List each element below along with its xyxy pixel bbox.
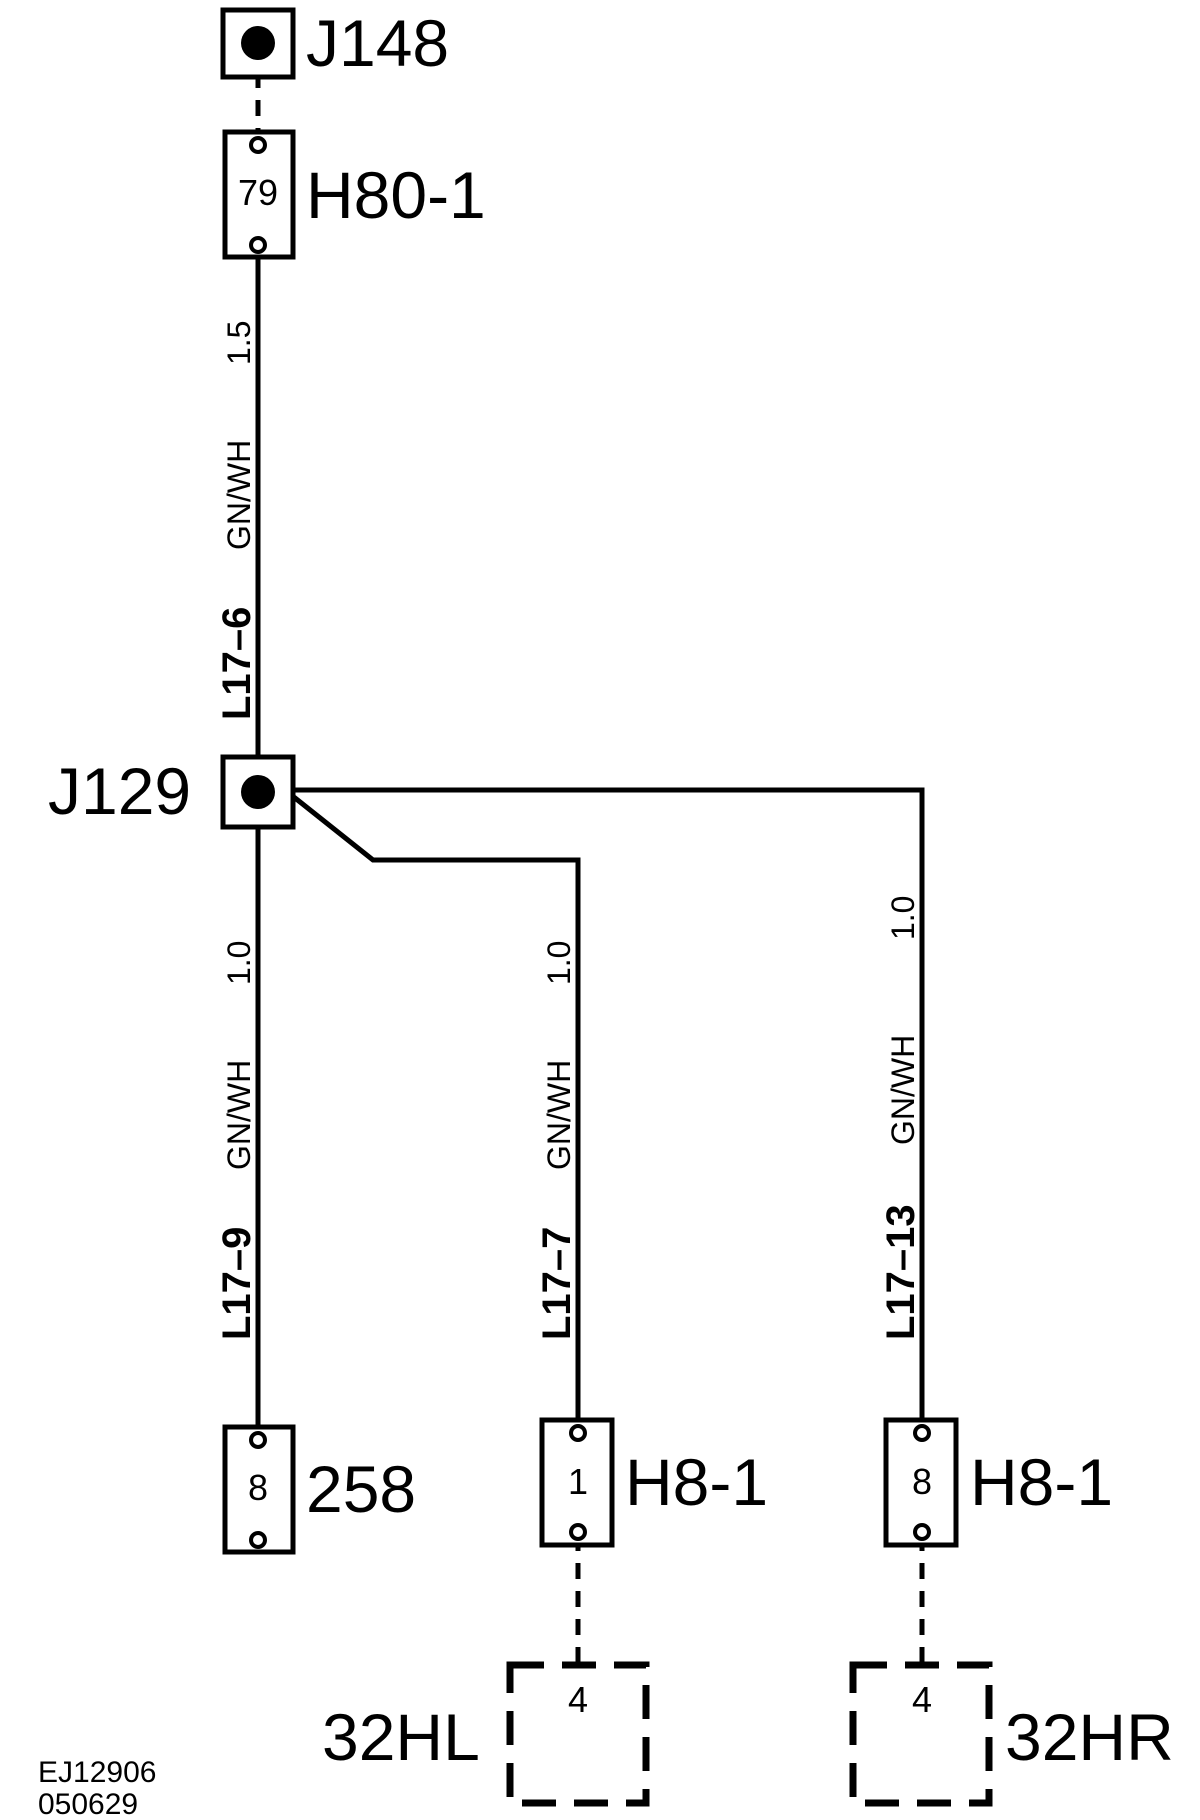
splice-j129-label: J129	[48, 754, 191, 828]
pin-icon	[249, 136, 267, 154]
connector-h8-1-pin8-label: H8-1	[970, 1445, 1113, 1519]
wire-l17-13-color: GN/WH	[885, 1035, 921, 1145]
connector-h80-1-pin: 79	[238, 172, 278, 213]
pin-icon	[913, 1523, 931, 1541]
pin-icon	[249, 236, 267, 254]
wire-l17-13[interactable]	[285, 787, 925, 1432]
component-32hr-label: 32HR	[1005, 1700, 1174, 1774]
pin-icon	[569, 1424, 587, 1442]
pin-icon	[249, 1531, 267, 1549]
footer-date: 050629	[38, 1788, 138, 1820]
wire-l17-9-gauge: 1.0	[221, 941, 257, 985]
splice-dot-icon	[241, 775, 275, 809]
wire-l17-9-color: GN/WH	[221, 1060, 257, 1170]
connector-h8-1-pin8[interactable]	[883, 1417, 959, 1548]
connector-h8-1-pin1[interactable]	[539, 1417, 615, 1548]
connector-h80-1[interactable]	[222, 129, 296, 260]
wire-l17-13-id: L17–13	[879, 1204, 923, 1340]
connector-258[interactable]	[222, 1424, 296, 1555]
pin-icon	[249, 1431, 267, 1449]
splice-j129[interactable]	[220, 754, 296, 830]
connector-h8-1-pin1-pin: 1	[568, 1461, 588, 1502]
wire-l17-13-gauge: 1.0	[885, 896, 921, 940]
component-32hl-pin: 4	[568, 1679, 588, 1720]
wire-l17-7[interactable]	[283, 788, 581, 1432]
connector-258-pin: 8	[248, 1467, 268, 1508]
wire-l17-6-gauge: 1.5	[221, 321, 257, 365]
pin-icon	[569, 1523, 587, 1541]
wire-l17-7-color: GN/WH	[541, 1060, 577, 1170]
wire-l17-6-id: L17–6	[215, 607, 259, 720]
splice-j148[interactable]	[220, 7, 296, 80]
wire-l17-6-color: GN/WH	[221, 440, 257, 550]
component-32hr-pin: 4	[912, 1679, 932, 1720]
component-32hl-label: 32HL	[322, 1700, 480, 1774]
pin-icon	[913, 1424, 931, 1442]
component-32hr[interactable]	[849, 1661, 993, 1807]
footer-code: EJ12906	[38, 1756, 156, 1789]
splice-j148-label: J148	[306, 6, 449, 80]
wire-l17-7-id: L17–7	[535, 1227, 579, 1340]
connector-h80-1-label: H80-1	[306, 158, 486, 232]
wire-l17-9-id: L17–9	[215, 1227, 259, 1340]
connector-h8-1-pin8-pin: 8	[912, 1461, 932, 1502]
connector-258-label: 258	[306, 1452, 416, 1526]
wire-l17-7-gauge: 1.0	[541, 941, 577, 985]
component-32hl[interactable]	[506, 1661, 650, 1807]
splice-dot-icon	[241, 26, 275, 60]
connector-h8-1-pin1-label: H8-1	[625, 1445, 768, 1519]
